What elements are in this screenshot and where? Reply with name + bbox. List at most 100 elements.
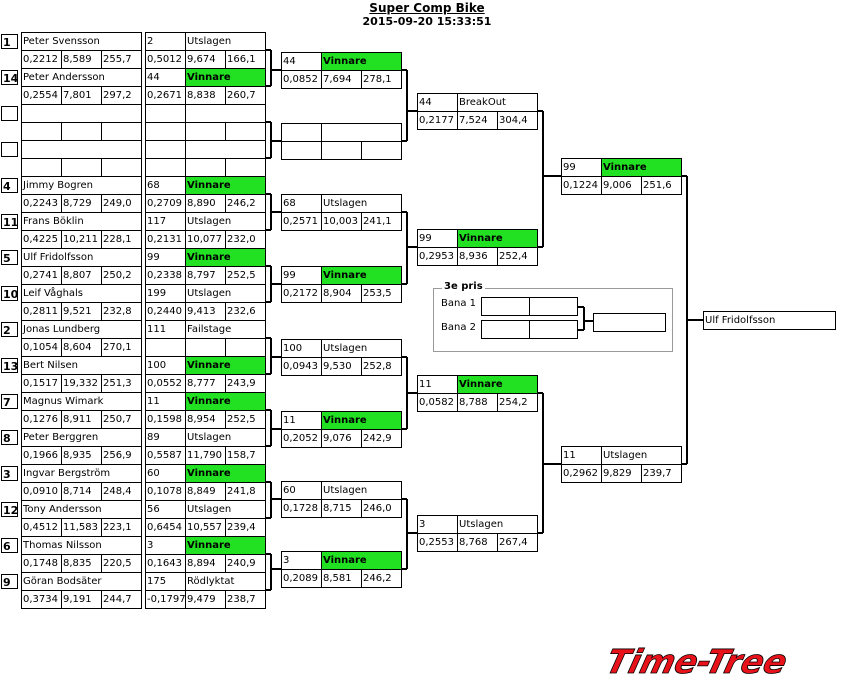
racer-number (145, 104, 186, 123)
elapsed-time: 9,191 (61, 590, 102, 609)
elapsed-time (185, 338, 226, 357)
speed: 232,0 (225, 230, 266, 249)
racer-number: 44 (417, 93, 458, 112)
race-result: Utslagen (185, 428, 266, 447)
rider-name: Thomas Nilsson (21, 536, 142, 555)
reaction-time: 0,2212 (21, 50, 62, 69)
race-result: Rödlyktat (185, 572, 266, 591)
reaction-time (145, 158, 186, 177)
speed: 239,7 (641, 464, 682, 483)
racer-number: 89 (145, 428, 186, 447)
elapsed-time: 10,077 (185, 230, 226, 249)
racer-number: 111 (145, 320, 186, 339)
elapsed-time: 8,954 (185, 410, 226, 429)
seed-number (1, 106, 18, 121)
racer-number: 68 (281, 194, 322, 213)
rider-name: Ulf Fridolfsson (21, 248, 142, 267)
racer-number: 3 (281, 551, 322, 570)
lane2-label: Bana 2 (441, 322, 476, 333)
elapsed-time: 8,911 (61, 410, 102, 429)
reaction-time (145, 338, 186, 357)
reaction-time: 0,2089 (281, 569, 322, 588)
page-datetime: 2015-09-20 15:33:51 (362, 15, 492, 28)
elapsed-time: 7,801 (61, 86, 102, 105)
speed: 243,9 (225, 374, 266, 393)
reaction-time: 0,1598 (145, 410, 186, 429)
reaction-time: 0,1224 (561, 176, 602, 195)
seed-number: 11 (1, 214, 19, 229)
reaction-time: 0,2243 (21, 194, 62, 213)
seed-number: 8 (1, 430, 18, 445)
seed-number: 14 (1, 70, 19, 85)
reaction-time: 0,4512 (21, 518, 62, 537)
speed (225, 122, 266, 141)
reaction-time: 0,1078 (145, 482, 186, 501)
speed: 241,8 (225, 482, 266, 501)
reaction-time: 0,6454 (145, 518, 186, 537)
speed: 220,5 (101, 554, 142, 573)
speed: 267,4 (497, 533, 538, 552)
race-result: BreakOut (457, 93, 538, 112)
racer-number: 99 (281, 266, 322, 285)
seed-number (1, 142, 18, 157)
speed: 251,3 (101, 374, 142, 393)
speed: 252,4 (497, 247, 538, 266)
elapsed-time: 9,413 (185, 302, 226, 321)
race-result: Vinnare (321, 52, 402, 71)
speed: 232,6 (225, 302, 266, 321)
reaction-time: 0,0910 (21, 482, 62, 501)
reaction-time: 0,2811 (21, 302, 62, 321)
speed: 241,1 (361, 212, 402, 231)
time-tree-logo: Time-Tree (602, 642, 792, 680)
reaction-time (21, 122, 62, 141)
elapsed-time: 8,788 (457, 393, 498, 412)
rider-name: Peter Berggren (21, 428, 142, 447)
race-result: Utslagen (457, 515, 538, 534)
racer-number: 99 (417, 229, 458, 248)
elapsed-time: 9,006 (601, 176, 642, 195)
seed-number: 5 (1, 250, 18, 265)
reaction-time: 0,2962 (561, 464, 602, 483)
third-place-cell (529, 320, 578, 339)
elapsed-time: 8,849 (185, 482, 226, 501)
racer-number: 100 (145, 356, 186, 375)
elapsed-time: 8,777 (185, 374, 226, 393)
speed (101, 158, 142, 177)
rider-name: Tony Andersson (21, 500, 142, 519)
rider-name (21, 104, 142, 123)
champion-name: Ulf Fridolfsson (703, 311, 836, 330)
rider-name: Magnus Wimark (21, 392, 142, 411)
elapsed-time: 8,768 (457, 533, 498, 552)
logo-text: Time-Tree (602, 642, 791, 680)
speed (101, 122, 142, 141)
page-title: Super Comp Bike (369, 1, 485, 15)
elapsed-time: 8,581 (321, 569, 362, 588)
race-result (185, 104, 266, 123)
speed: 254,2 (497, 393, 538, 412)
racer-number (145, 140, 186, 159)
reaction-time (281, 141, 322, 160)
racer-number: 2 (145, 32, 186, 51)
race-result: Vinnare (185, 176, 266, 195)
elapsed-time: 8,894 (185, 554, 226, 573)
race-result (185, 140, 266, 159)
reaction-time: 0,3734 (21, 590, 62, 609)
speed: 242,9 (361, 429, 402, 448)
speed: 250,2 (101, 266, 142, 285)
reaction-time: 0,1966 (21, 446, 62, 465)
race-result: Utslagen (185, 212, 266, 231)
race-result: Vinnare (601, 158, 682, 177)
racer-number: 56 (145, 500, 186, 519)
race-result: Utslagen (321, 481, 402, 500)
reaction-time: 0,2338 (145, 266, 186, 285)
rider-name: Peter Andersson (21, 68, 142, 87)
elapsed-time: 10,557 (185, 518, 226, 537)
elapsed-time: 8,904 (321, 284, 362, 303)
reaction-time: 0,1276 (21, 410, 62, 429)
seed-number: 6 (1, 538, 18, 553)
speed: 246,2 (361, 569, 402, 588)
reaction-time: 0,4225 (21, 230, 62, 249)
speed (361, 141, 402, 160)
reaction-time: 0,0943 (281, 357, 322, 376)
